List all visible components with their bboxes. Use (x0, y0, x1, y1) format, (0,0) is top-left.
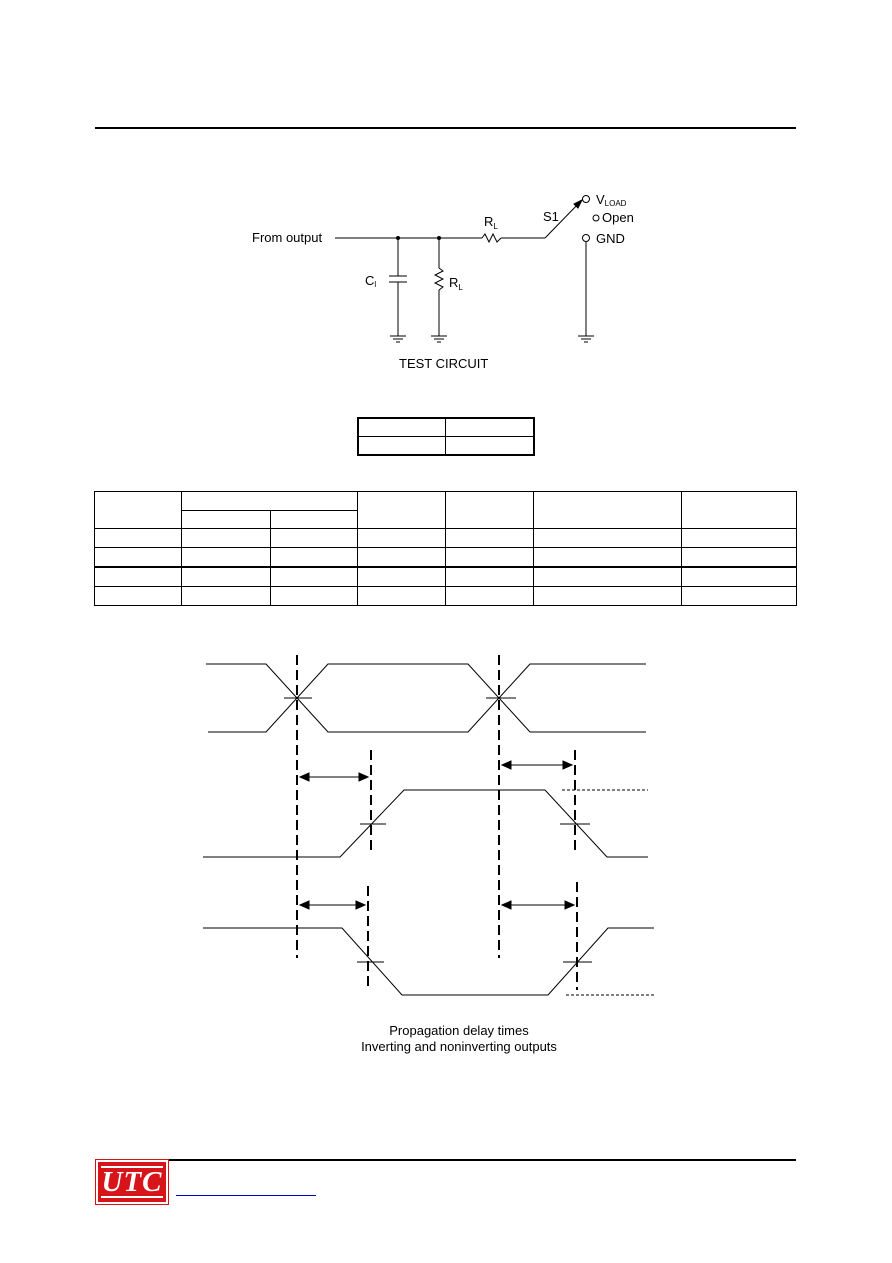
from-output-label: From output (252, 230, 322, 245)
utc-logo-text: UTC (101, 1166, 163, 1198)
footer-rule (95, 1159, 796, 1161)
table-cell (357, 491, 446, 529)
rl-top-label: RL (484, 214, 498, 231)
switch-label: S1 (543, 209, 559, 224)
table-row (95, 509, 797, 529)
open-label: Open (602, 210, 634, 225)
table-cell (681, 586, 797, 606)
table-row (93, 528, 797, 548)
table-cell (93, 491, 183, 529)
rl-shunt-label: RL (449, 275, 463, 292)
gnd-label: GND (596, 231, 625, 246)
test-circuit-diagram: From output RL S1 VLOAD Open GND Cl RL T… (252, 192, 634, 371)
table-cell (533, 586, 683, 606)
small-table (357, 417, 535, 456)
table-row (93, 586, 797, 606)
vload-label: VLOAD (596, 192, 627, 208)
table-cell (533, 528, 683, 548)
table-cell (93, 586, 183, 606)
utc-logo: UTC (95, 1159, 169, 1205)
table-cell (357, 586, 446, 606)
table-cell (681, 491, 797, 529)
large-table (93, 491, 797, 606)
footer-link[interactable] (176, 1195, 316, 1196)
waveform-caption-line2: Inverting and noninverting outputs (361, 1039, 557, 1054)
table-cell (445, 436, 535, 456)
capacitor-label: Cl (365, 273, 376, 289)
header-rule (95, 127, 796, 129)
table-cell (93, 528, 183, 548)
table-row (93, 547, 797, 568)
test-circuit-caption: TEST CIRCUIT (399, 356, 488, 371)
table-cell (681, 528, 797, 548)
table-cell (357, 528, 446, 548)
table-row (93, 491, 797, 529)
table-cell (444, 491, 535, 529)
waveform-caption-line1: Propagation delay times (389, 1023, 529, 1038)
table-row (357, 436, 535, 456)
